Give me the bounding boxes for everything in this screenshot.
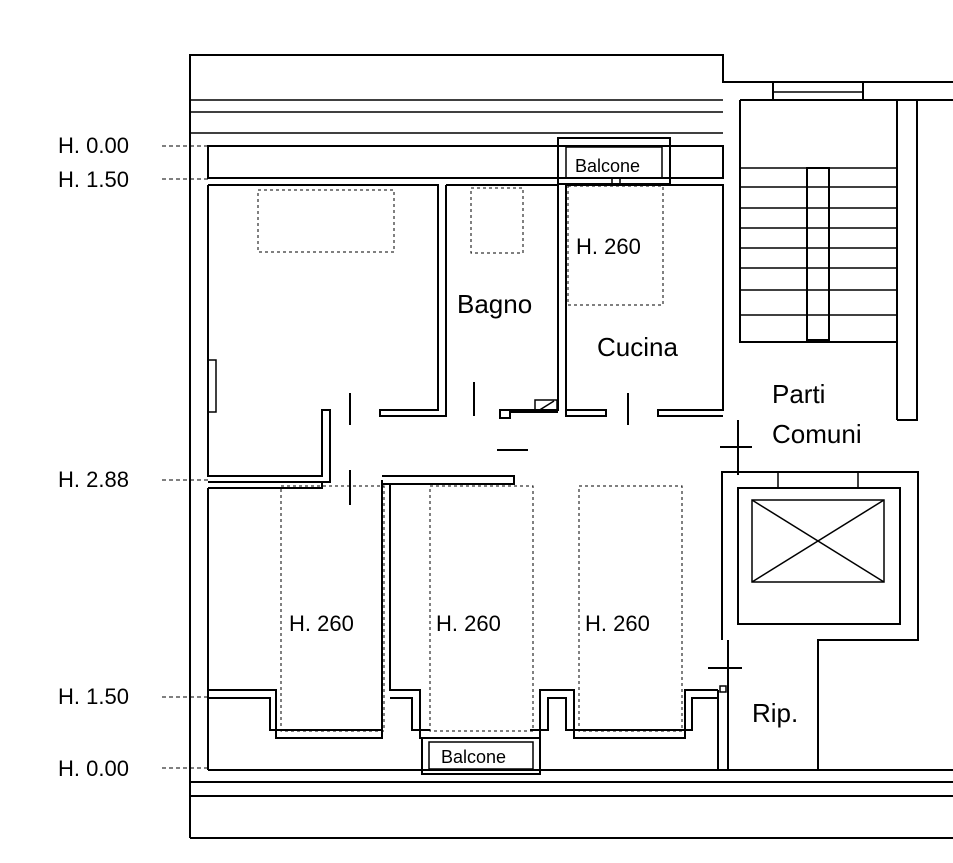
height-label-room-c: H. 260 <box>585 611 650 636</box>
height-label-cucina: H. 260 <box>576 234 641 259</box>
room-label-comuni: Comuni <box>772 419 862 449</box>
height-label-room-a: H. 260 <box>289 611 354 636</box>
elevator <box>708 471 919 771</box>
lower-rooms-walls <box>207 475 727 770</box>
corridor-marks <box>349 420 752 505</box>
level-label-bot-h150: H. 1.50 <box>58 684 129 709</box>
balcony-label-bottom: Balcone <box>441 747 506 767</box>
room-label-cucina: Cucina <box>597 332 678 362</box>
bathroom-walls <box>349 184 559 425</box>
room-label-parti: Parti <box>772 379 825 409</box>
level-label-top-h150: H. 1.50 <box>58 167 129 192</box>
level-label-mid-h288: H. 2.88 <box>58 467 129 492</box>
height-label-room-b: H. 260 <box>436 611 501 636</box>
bedroom-top-walls <box>207 184 447 483</box>
balcony-label-top: Balcone <box>575 156 640 176</box>
bottom-outer-bands <box>190 690 953 839</box>
room-label-bagno: Bagno <box>457 289 532 319</box>
level-leaders <box>162 145 208 769</box>
level-label-top-h000: H. 0.00 <box>58 133 129 158</box>
staircase <box>739 81 953 421</box>
room-label-rip: Rip. <box>752 698 798 728</box>
kitchen-walls <box>565 184 724 425</box>
level-label-bot-h000: H. 0.00 <box>58 756 129 781</box>
